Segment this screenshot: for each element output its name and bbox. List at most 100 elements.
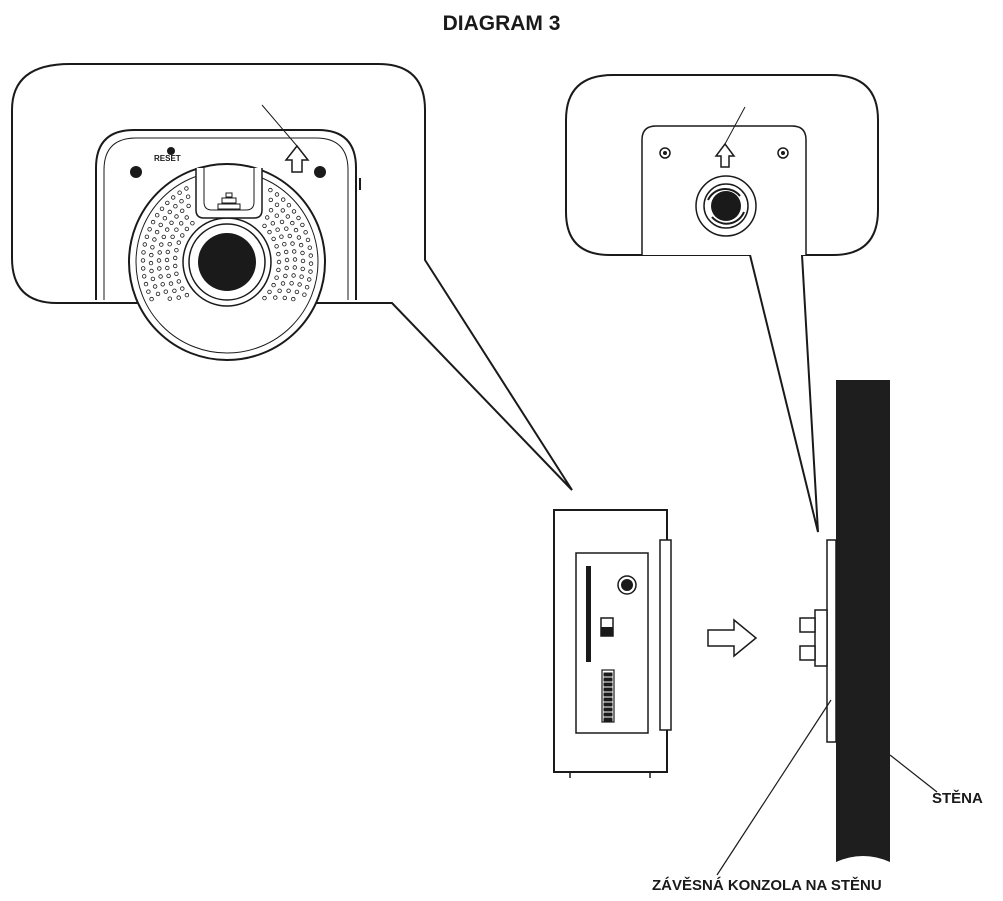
grille-hole bbox=[170, 195, 176, 200]
grille-hole bbox=[154, 229, 160, 235]
grille-hole bbox=[296, 235, 302, 240]
grille-hole bbox=[282, 295, 287, 301]
grille-hole bbox=[285, 214, 290, 219]
grille-hole bbox=[164, 257, 170, 263]
grille-hole bbox=[162, 215, 168, 221]
reset-button bbox=[167, 147, 175, 155]
dip-switch-segment bbox=[603, 692, 613, 697]
grille-hole bbox=[141, 274, 147, 279]
grille-hole bbox=[280, 208, 285, 213]
grille-hole bbox=[300, 258, 306, 264]
grille-hole bbox=[274, 213, 279, 218]
grille-hole bbox=[164, 227, 170, 232]
sensor-lens bbox=[198, 233, 256, 291]
screw-hole-left bbox=[130, 166, 142, 178]
grille-hole bbox=[289, 281, 294, 286]
grille-hole bbox=[149, 296, 154, 302]
grille-hole bbox=[160, 282, 165, 287]
grille-hole bbox=[277, 288, 282, 293]
grille-hole bbox=[190, 220, 195, 226]
grille-hole bbox=[146, 289, 151, 294]
bracket-hook bbox=[711, 191, 741, 221]
grille-hole bbox=[144, 234, 150, 239]
grille-hole bbox=[154, 212, 160, 218]
grille-hole bbox=[282, 241, 287, 247]
grille-hole bbox=[179, 198, 184, 204]
grille-hole bbox=[158, 222, 163, 228]
grille-hole bbox=[274, 192, 280, 197]
grille-hole bbox=[176, 240, 181, 245]
grille-hole bbox=[279, 219, 285, 225]
grille-hole bbox=[300, 266, 305, 272]
screw-hole-right bbox=[314, 166, 326, 178]
dip-switch-segment bbox=[603, 717, 613, 722]
grille-hole bbox=[142, 242, 147, 247]
device-side-view bbox=[553, 509, 672, 778]
grille-hole bbox=[308, 261, 314, 266]
grille-hole bbox=[305, 237, 311, 243]
grille-hole bbox=[184, 226, 190, 232]
grille-hole bbox=[291, 273, 296, 278]
grille-hole bbox=[297, 282, 302, 287]
battery-slot bbox=[586, 566, 591, 662]
grille-hole bbox=[174, 271, 179, 276]
grille-hole bbox=[287, 233, 292, 239]
grille-hole bbox=[274, 244, 279, 249]
dip-switch-segment bbox=[603, 697, 613, 702]
grille-hole bbox=[290, 220, 295, 226]
wall-bracket-side bbox=[799, 539, 837, 743]
grille-hole bbox=[276, 251, 281, 257]
wall-label: STĚNA bbox=[932, 790, 983, 807]
grille-hole bbox=[271, 236, 276, 242]
dip-switch-segment bbox=[603, 707, 613, 712]
grille-hole bbox=[280, 281, 286, 286]
bracket-leader bbox=[716, 699, 832, 876]
grille-hole bbox=[294, 289, 300, 295]
reset-label: RESET bbox=[154, 154, 181, 163]
grille-hole bbox=[267, 289, 272, 295]
grille-hole bbox=[290, 241, 295, 246]
grille-hole bbox=[186, 203, 191, 209]
grille-hole bbox=[156, 258, 162, 263]
grille-hole bbox=[159, 206, 165, 211]
grille-hole bbox=[276, 259, 282, 265]
grille-hole bbox=[141, 250, 146, 255]
grille-hole bbox=[163, 289, 168, 294]
grille-hole bbox=[185, 194, 191, 199]
grille-hole bbox=[291, 296, 296, 302]
dip-switch-segment bbox=[603, 677, 613, 682]
grille-hole bbox=[286, 202, 292, 208]
grille-hole bbox=[267, 229, 272, 235]
grille-hole bbox=[274, 202, 280, 207]
grille-hole bbox=[173, 203, 178, 209]
grille-hole bbox=[271, 282, 276, 288]
grille-hole bbox=[275, 227, 280, 232]
grille-hole bbox=[159, 242, 164, 247]
grille-hole bbox=[302, 292, 307, 297]
grille-hole bbox=[262, 223, 267, 229]
grille-hole bbox=[300, 222, 305, 228]
grille-hole bbox=[165, 265, 170, 271]
grille-hole bbox=[283, 273, 288, 279]
wall-leader bbox=[889, 754, 938, 793]
dip-switch-segment bbox=[603, 672, 613, 677]
dip-switch-segment bbox=[603, 712, 613, 717]
grille-hole bbox=[149, 252, 154, 258]
grille-hole bbox=[165, 249, 170, 255]
grille-hole bbox=[299, 274, 304, 279]
grille-hole bbox=[167, 296, 172, 301]
grille-hole bbox=[150, 276, 156, 282]
up-arrow-icon bbox=[714, 142, 736, 168]
grille-hole bbox=[284, 249, 289, 255]
dip-switch-segment bbox=[603, 687, 613, 692]
dip-switch-segment bbox=[603, 682, 613, 687]
grille-hole bbox=[167, 209, 172, 215]
grille-hole bbox=[284, 226, 289, 231]
wall bbox=[836, 380, 890, 870]
grille-hole bbox=[161, 234, 166, 240]
grille-hole bbox=[184, 292, 190, 298]
arrow-right-icon bbox=[707, 618, 758, 658]
grille-hole bbox=[273, 295, 278, 300]
grille-hole bbox=[149, 268, 154, 274]
grille-hole bbox=[157, 266, 162, 271]
